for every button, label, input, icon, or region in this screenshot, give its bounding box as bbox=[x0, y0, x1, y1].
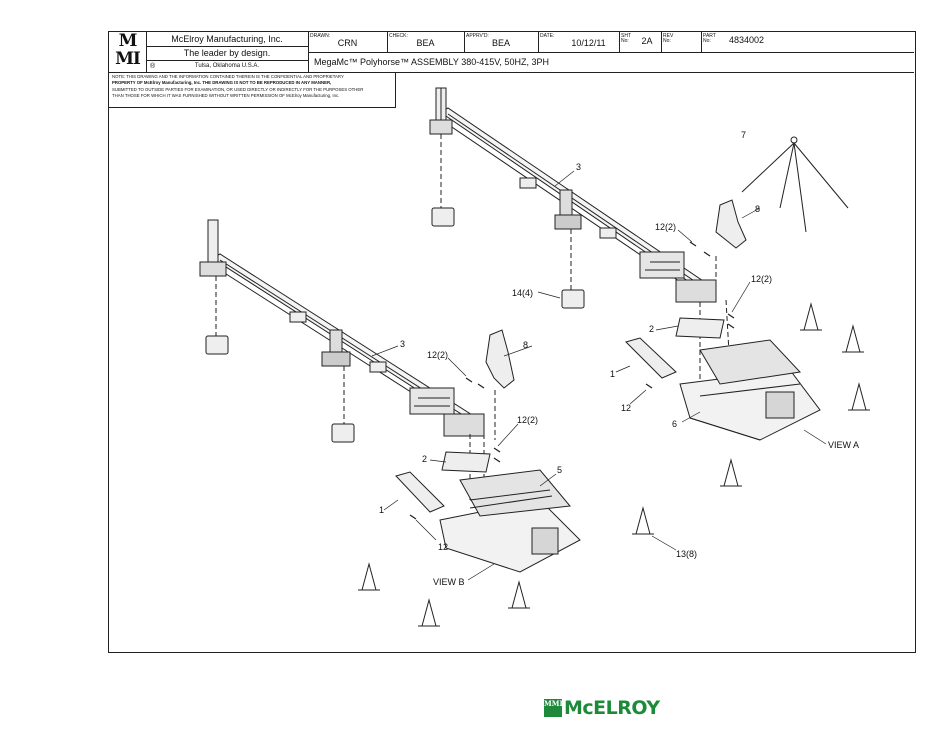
company-location-row: ® Tulsa, Oklahoma U.S.A. bbox=[146, 61, 308, 72]
field-sheet-value: 2A bbox=[641, 36, 653, 46]
company-tagline: The leader by design. bbox=[146, 47, 308, 61]
field-sheet-label: SHT No: bbox=[621, 33, 631, 44]
cone-8 bbox=[418, 598, 440, 627]
plate-2-lower bbox=[441, 451, 491, 473]
mmi-brand-icon: MMI bbox=[544, 699, 563, 717]
callout-12-2-c: 12(2) bbox=[427, 350, 448, 360]
callout-12-2-b: 12(2) bbox=[751, 274, 772, 284]
callout-1-left: 1 bbox=[379, 505, 384, 515]
company-name: McElroy Manufacturing, Inc. bbox=[146, 32, 308, 47]
tag-4 bbox=[331, 423, 355, 443]
callout-14-4: 14(4) bbox=[512, 288, 533, 298]
drawing-sheet: M MI McElroy Manufacturing, Inc. The lea… bbox=[108, 31, 916, 653]
tag-shapes bbox=[205, 207, 585, 443]
callout-8-lower: 8 bbox=[523, 340, 528, 350]
view-a-label: VIEW A bbox=[828, 440, 859, 450]
field-approved-value: BEA bbox=[491, 38, 510, 48]
callout-7: 7 bbox=[741, 130, 746, 140]
tag-1 bbox=[431, 207, 455, 227]
drawing-title: MegaMc™ Polyhorse™ ASSEMBLY 380-415V, 50… bbox=[308, 52, 914, 72]
cone-2 bbox=[842, 324, 864, 353]
lower-pipe-rail bbox=[199, 219, 485, 437]
callout-1-right: 1 bbox=[610, 369, 615, 379]
field-approved: APPRV'D: BEA bbox=[464, 32, 539, 52]
callout-2-lower: 2 bbox=[422, 454, 427, 464]
notice-line-3: SUBMITTED TO OUTSIDE PARTIES FOR EXAMINA… bbox=[112, 86, 364, 92]
bolts bbox=[409, 241, 735, 520]
mmi-logo: M MI bbox=[109, 32, 147, 72]
callout-13-8: 13(8) bbox=[676, 549, 697, 559]
lifting-sling bbox=[741, 136, 849, 233]
notice-line-4: THAN THOSE FOR WHICH IT WAS FURNISHED WI… bbox=[112, 92, 340, 98]
field-part-value: 4834002 bbox=[729, 35, 765, 45]
field-approved-label: APPRV'D: bbox=[466, 33, 489, 39]
cone-6 bbox=[358, 562, 380, 591]
field-date-label: DATE: bbox=[540, 33, 555, 39]
callout-6: 6 bbox=[672, 419, 677, 429]
field-date-value: 10/12/11 bbox=[571, 38, 606, 48]
carriage-assembly-right bbox=[679, 339, 821, 441]
hanging-tags bbox=[215, 134, 731, 500]
field-check-label: CHECK: bbox=[389, 33, 408, 39]
field-part-label: PART No: bbox=[703, 33, 716, 44]
callout-3-lower: 3 bbox=[400, 339, 405, 349]
cone-4 bbox=[720, 458, 742, 487]
confidentiality-notice: NOTE: THIS DRAWING AND THE INFORMATION C… bbox=[109, 72, 396, 108]
callout-12-2-a: 12(2) bbox=[655, 222, 676, 232]
notice-line-1: NOTE: THIS DRAWING AND THE INFORMATION C… bbox=[112, 74, 344, 79]
callout-12-right: 12 bbox=[621, 403, 631, 413]
safety-cones bbox=[358, 302, 870, 627]
callout-5: 5 bbox=[557, 465, 562, 475]
guide-1-right bbox=[625, 337, 677, 379]
mcelroy-brand: MMI McELROY bbox=[544, 697, 660, 719]
cone-7 bbox=[508, 580, 530, 609]
notice-line-2: PROPERTY OF McElroy Manufacturing, Inc. … bbox=[112, 80, 332, 86]
upper-pipe-rail bbox=[429, 87, 717, 303]
view-b-label: VIEW B bbox=[433, 577, 465, 587]
field-drawn-value: CRN bbox=[337, 38, 358, 48]
callout-8-upper: 8 bbox=[755, 204, 760, 214]
bracket-8-lower bbox=[485, 329, 515, 389]
logo-top: M bbox=[118, 31, 138, 51]
cone-5 bbox=[632, 506, 654, 535]
field-check: CHECK: BEA bbox=[387, 32, 465, 52]
cone-3 bbox=[848, 382, 870, 411]
company-location: Tulsa, Oklahoma U.S.A. bbox=[194, 63, 260, 69]
title-block: M MI McElroy Manufacturing, Inc. The lea… bbox=[109, 32, 914, 73]
field-part: PART No: 4834002 bbox=[701, 32, 914, 52]
logo-bottom: MI bbox=[115, 49, 141, 69]
guide-1-left bbox=[395, 471, 445, 513]
field-check-value: BEA bbox=[416, 38, 435, 48]
leader-lines bbox=[371, 170, 827, 581]
cone-1 bbox=[800, 302, 822, 331]
field-drawn-label: DRAWN: bbox=[310, 33, 331, 39]
callout-3-upper: 3 bbox=[576, 162, 581, 172]
registered-icon: ® bbox=[150, 63, 156, 70]
tag-3 bbox=[205, 335, 229, 355]
callout-2-upper: 2 bbox=[649, 324, 654, 334]
callout-12-left: 12 bbox=[438, 542, 448, 552]
field-sheet: SHT No: 2A bbox=[619, 32, 662, 52]
brand-name: McELROY bbox=[564, 697, 660, 719]
callout-12-2-d: 12(2) bbox=[517, 415, 538, 425]
callout-labels: 3 3 7 8 8 12(2) 12(2) 12(2) 12(2) 14(4) … bbox=[379, 130, 859, 587]
field-rev: REV No: bbox=[661, 32, 702, 52]
field-rev-label: REV No: bbox=[663, 33, 674, 44]
field-drawn: DRAWN: CRN bbox=[308, 32, 388, 52]
plate-2-upper bbox=[675, 317, 725, 339]
field-date: DATE: 10/12/11 bbox=[538, 32, 620, 52]
bracket-8-upper bbox=[715, 199, 747, 249]
tag-2 bbox=[561, 289, 585, 309]
carriage-assembly-left bbox=[439, 469, 581, 573]
